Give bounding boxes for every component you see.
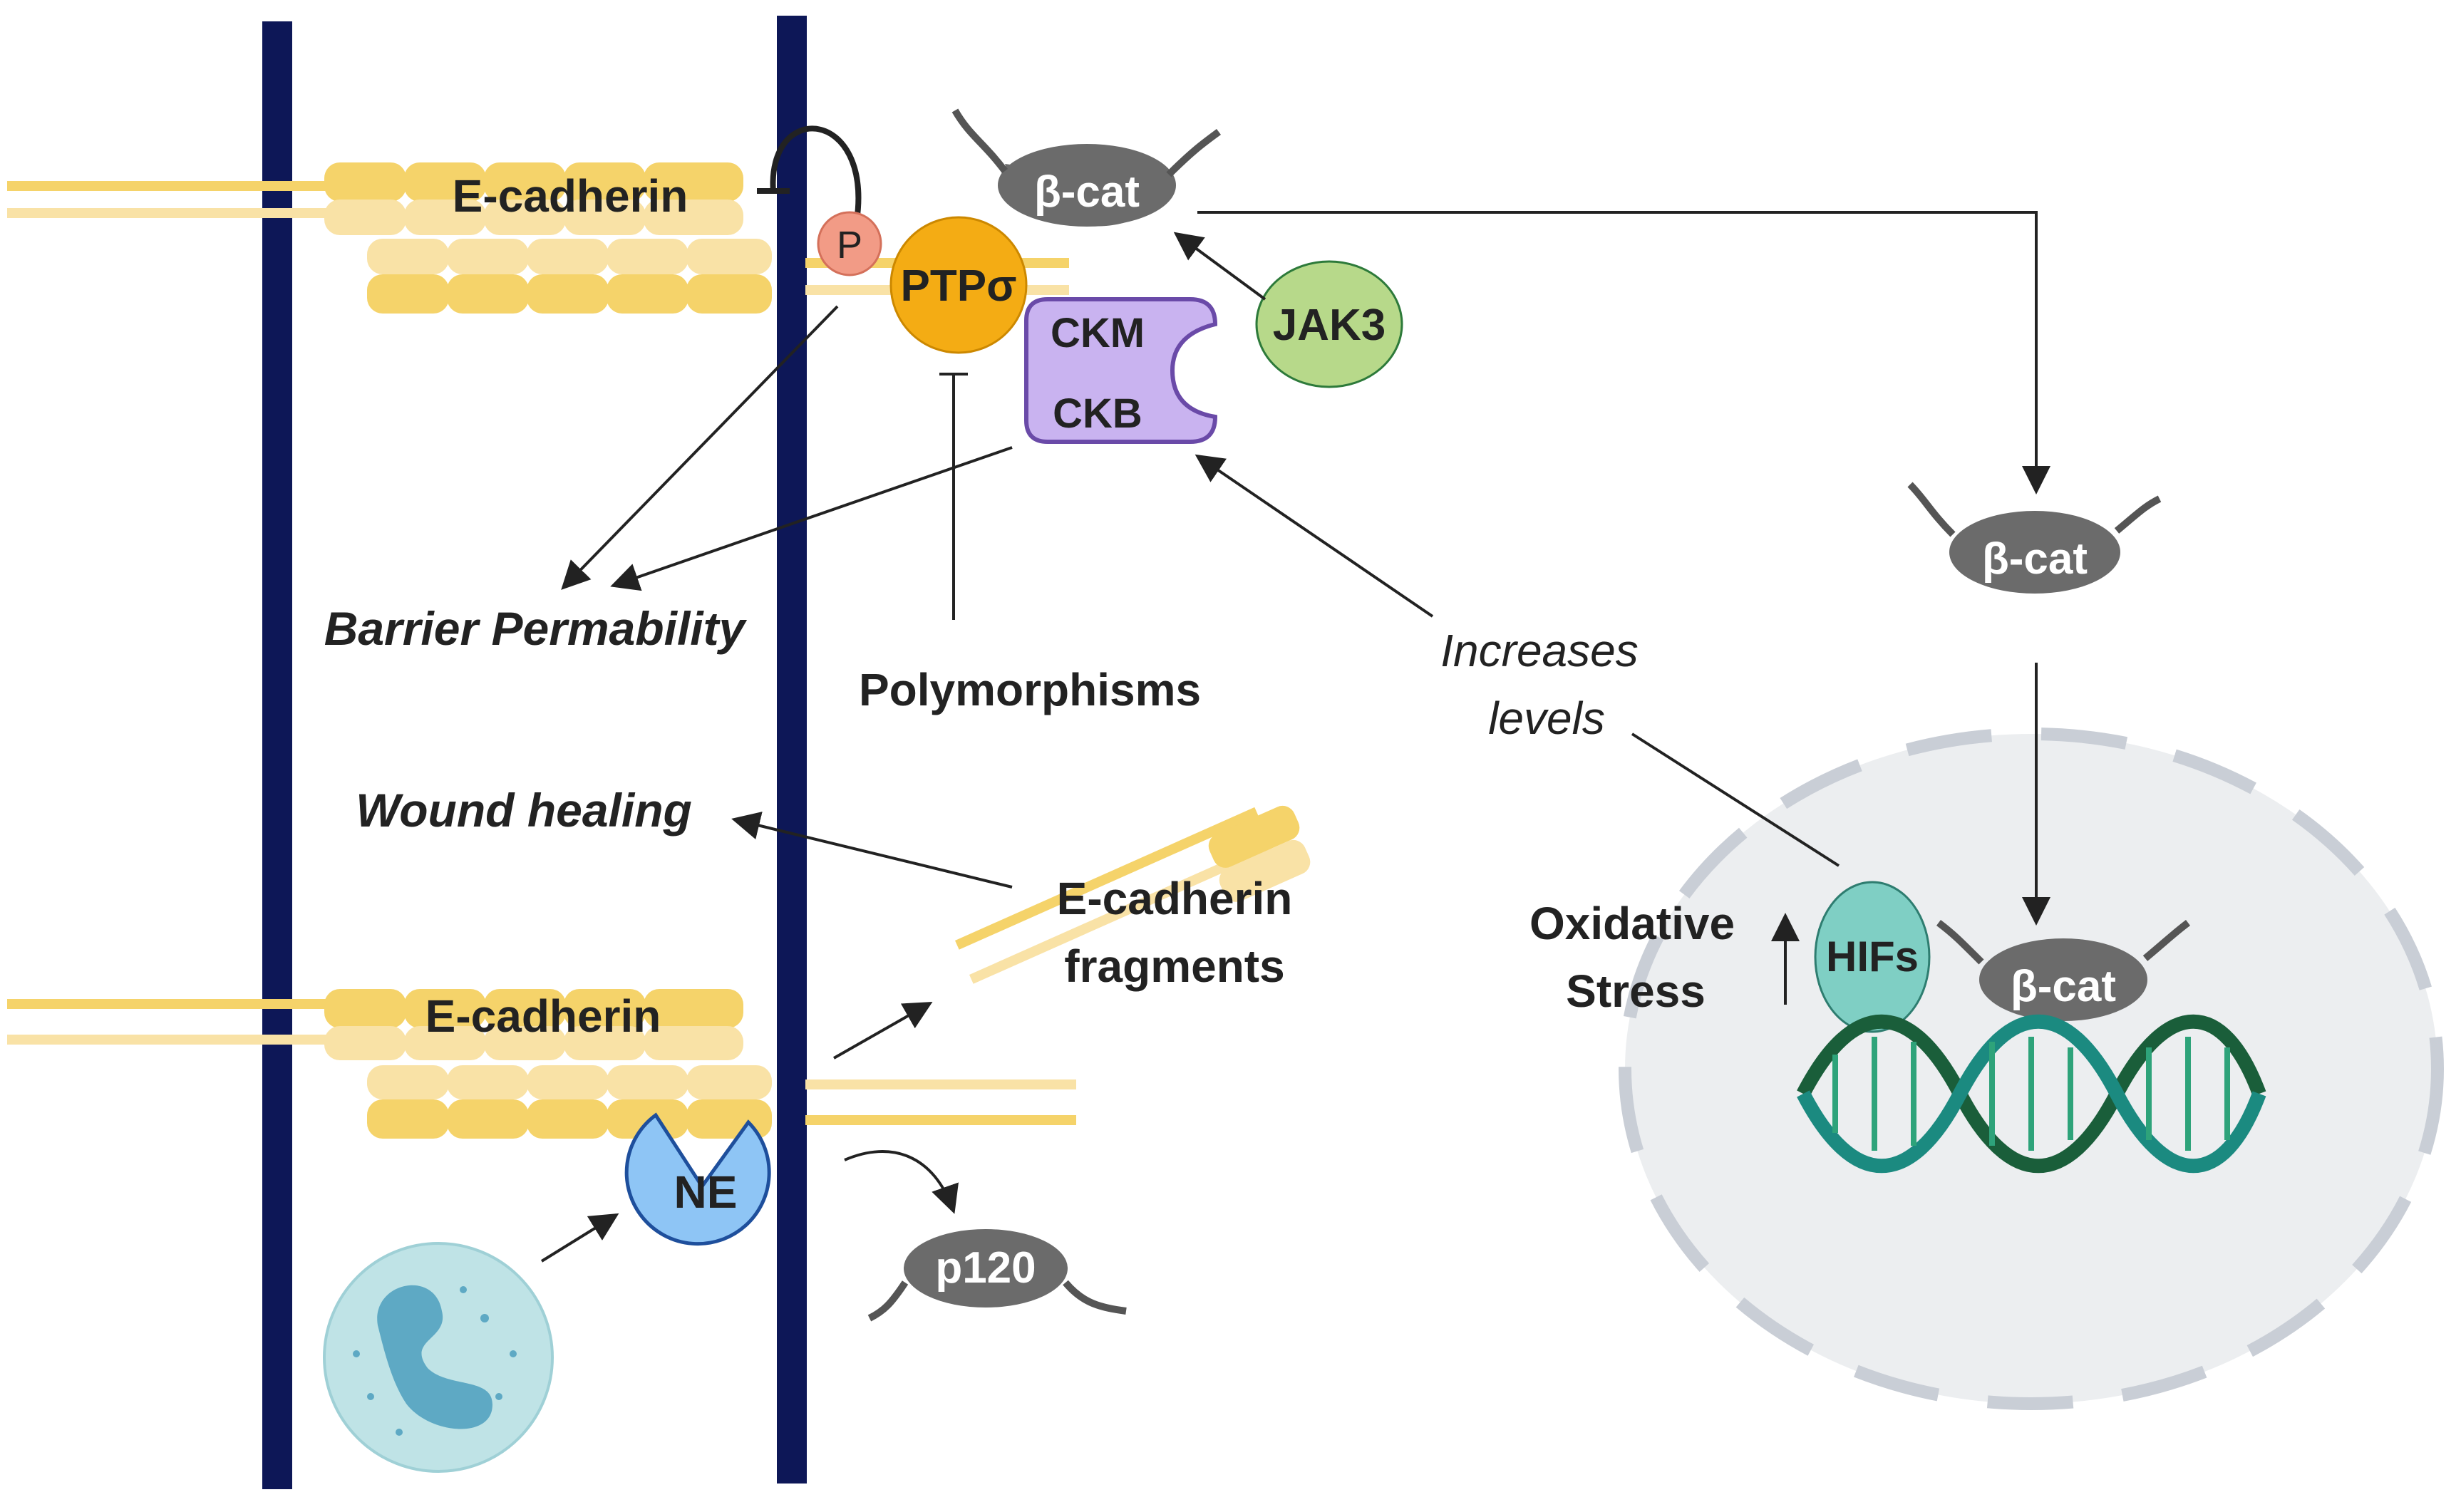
hifs-label: HIFs <box>1826 933 1919 980</box>
ne-enzyme <box>624 1112 771 1246</box>
barrier-permeability-label: Barrier Permability <box>324 602 748 655</box>
fragments-label-2: fragments <box>1064 941 1284 992</box>
oxidative-label-1: Oxidative <box>1529 898 1735 949</box>
ck-complex-shape <box>1024 297 1218 444</box>
line-hifs-to-increases <box>1631 732 1840 867</box>
inhibition-arc <box>770 125 862 222</box>
beta-catenin-top <box>951 108 1221 227</box>
arrow-to-p120 <box>844 1150 959 1214</box>
p120-protein <box>867 1229 1127 1322</box>
arrow-increases-to-ck <box>1195 454 1434 618</box>
cell-membrane-left <box>262 21 292 1489</box>
ne-label: NE <box>674 1166 738 1218</box>
ckm-label: CKM <box>1051 310 1145 356</box>
beta-catenin-nucleus <box>1936 920 2191 1021</box>
neutrophil-cell <box>323 1242 554 1473</box>
jak3-node <box>1255 260 1403 388</box>
arrow-fragments-to-wound <box>731 812 1013 889</box>
hifs-node <box>1814 881 1931 1033</box>
beta-catenin-top-label: β-cat <box>1034 167 1140 217</box>
phosphate-group <box>817 211 882 276</box>
ptp-sigma-label: PTPσ <box>901 262 1017 311</box>
ecadherin-complex-top <box>7 162 1069 314</box>
beta-catenin-middle-label: β-cat <box>1982 534 2088 584</box>
beta-catenin-middle <box>1907 482 2162 594</box>
arrow-jak3-to-bcat <box>1173 232 1266 301</box>
increases-label-1: Increases <box>1440 625 1638 676</box>
arrow-ck-to-barrier <box>610 446 1013 591</box>
ptp-sigma-node <box>889 216 1028 354</box>
jak3-label: JAK3 <box>1273 301 1386 350</box>
ecadherin-fragments-shape <box>955 805 1311 984</box>
ckb-label: CKB <box>1053 390 1142 437</box>
arrow-bcat-to-cytoplasm <box>1197 211 2050 494</box>
ecadherin-label-top: E-cadherin <box>453 170 688 222</box>
phosphate-label: P <box>837 224 862 266</box>
arrow-ne-to-fragments <box>833 1002 933 1060</box>
cell-membrane-right <box>777 16 807 1483</box>
arrow-ptp-to-barrier <box>561 305 839 590</box>
fragments-label-1: E-cadherin <box>1057 873 1293 924</box>
wound-healing-label: Wound healing <box>356 784 692 837</box>
dna-helix <box>1797 1014 2266 1174</box>
increases-label-2: levels <box>1488 693 1605 744</box>
arrow-neutrophil-to-ne <box>540 1213 619 1263</box>
oxidative-label-2: Stress <box>1566 965 1706 1017</box>
polymorphisms-label: Polymorphisms <box>859 664 1201 715</box>
p120-label: p120 <box>935 1243 1036 1293</box>
beta-catenin-nucleus-label: β-cat <box>2011 962 2116 1011</box>
ecadherin-complex-bottom <box>7 989 1076 1139</box>
ecadherin-label-bottom: E-cadherin <box>425 990 661 1042</box>
